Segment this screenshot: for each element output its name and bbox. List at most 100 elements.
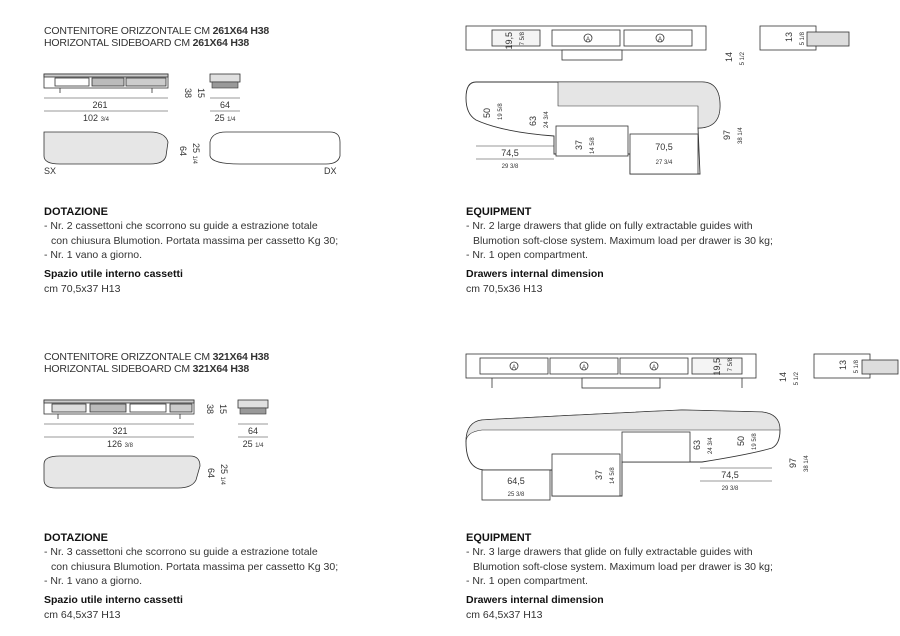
detail-open-compartment <box>491 29 541 47</box>
d7-in: 38 1/4 <box>738 127 744 144</box>
d2-in: 5 1/8 <box>854 359 860 373</box>
d3-in: 5 1/2 <box>794 371 800 385</box>
detail-side-view <box>813 353 871 379</box>
d1-cm: 19,5 <box>712 358 722 376</box>
elevation-top <box>43 73 169 78</box>
depth-cm: 64 <box>248 426 258 436</box>
elevation-drawer <box>129 403 167 413</box>
header-prefix: CONTENITORE ORIZZONTALE CM <box>44 351 213 363</box>
elevation-top <box>43 399 195 404</box>
depth2-cm: 64 <box>178 146 188 156</box>
d1-in: 7 5/8 <box>520 31 526 45</box>
d2-cm: 13 <box>838 360 848 370</box>
body-line: - Nr. 3 cassettoni che scorrono su guide… <box>44 546 318 558</box>
section2-en-subvalue: cm 64,5x37 H13 <box>466 609 543 621</box>
top-view-sx <box>43 131 169 165</box>
section2-en-title: EQUIPMENT <box>466 532 532 544</box>
section1-it-title: DOTAZIONE <box>44 206 108 218</box>
header-prefix: HORIZONTAL SIDEBOARD CM <box>44 37 193 49</box>
d5-cm: 63 <box>692 440 702 450</box>
d8-cm: 74,5 <box>501 148 519 158</box>
section2-it-subvalue: cm 64,5x37 H13 <box>44 609 121 621</box>
section2-plan-drawing: 321 126 3/8 38 15 64 25 1/4 64 25 1/4 <box>43 399 269 489</box>
d3-in: 5 1/2 <box>740 51 746 65</box>
d4-in: 19 5/8 <box>498 103 504 120</box>
section2-it-title: DOTAZIONE <box>44 532 108 544</box>
detail-open-compartment <box>691 357 743 375</box>
label-dx: DX <box>324 166 337 176</box>
drawer-mark: A <box>658 37 662 43</box>
section1-it-body: - Nr. 2 cassettoni che scorrono su guide… <box>44 219 338 263</box>
body-line: - Nr. 2 cassettoni che scorrono su guide… <box>44 220 318 232</box>
header-prefix: HORIZONTAL SIDEBOARD CM <box>44 363 193 375</box>
section1-it-subtitle: Spazio utile interno cassetti <box>44 268 183 280</box>
section1-detail-drawing: A A 19,5 7 5/8 13 5 1/8 14 5 1/2 50 19 5… <box>465 25 850 175</box>
section2-en-body: - Nr. 3 large drawers that glide on full… <box>466 545 773 589</box>
top-view-dx <box>209 131 341 165</box>
elevation-drawer <box>125 77 167 87</box>
height-in: 15 <box>218 404 228 414</box>
section2-it-subtitle: Spazio utile interno cassetti <box>44 594 183 606</box>
detail-drawer-top <box>551 453 621 497</box>
drawer-mark-icon <box>583 33 593 43</box>
d2-in: 5 1/8 <box>800 31 806 45</box>
detail-drawer-top <box>555 125 629 157</box>
d9-cm: 64,5 <box>507 476 525 486</box>
body-line: con chiusura Blumotion. Portata massima … <box>51 560 339 573</box>
body-line: - Nr. 3 large drawers that glide on full… <box>466 546 753 558</box>
detail-drawer-top <box>629 133 699 175</box>
top-view <box>43 455 201 489</box>
section2-it-body: - Nr. 3 cassettoni che scorrono su guide… <box>44 545 338 589</box>
drawer-mark-icon <box>509 361 519 371</box>
depth2-cm: 64 <box>206 468 216 478</box>
body-line: - Nr. 1 vano a giorno. <box>44 249 143 261</box>
d8-cm: 74,5 <box>721 470 739 480</box>
body-line: - Nr. 1 vano a giorno. <box>44 575 143 587</box>
width-in: 102 3/4 <box>83 113 110 123</box>
section1-en-subvalue: cm 70,5x36 H13 <box>466 283 543 295</box>
detail-drawer-top <box>481 469 551 501</box>
header-dim: 321X64 H38 <box>192 363 250 375</box>
elevation-drawer <box>89 403 127 413</box>
side-view <box>209 73 241 83</box>
front-elevation <box>43 73 169 93</box>
header-dim: 321X64 H38 <box>212 351 270 363</box>
depth-cm: 64 <box>220 100 230 110</box>
elevation-drawer <box>169 403 193 413</box>
detail-plinth <box>561 49 623 61</box>
label-sx: SX <box>44 166 56 176</box>
width-cm: 261 <box>92 100 107 110</box>
section2-header-it: CONTENITORE ORIZZONTALE CM 321X64 H38 <box>44 351 269 363</box>
d9-in: 25 3/8 <box>508 492 525 498</box>
d7-in: 38 1/4 <box>804 455 810 472</box>
side-view <box>237 399 269 409</box>
depth-in: 25 1/4 <box>243 439 265 449</box>
section1-header-it: CONTENITORE ORIZZONTALE CM 261X64 H38 <box>44 25 269 37</box>
drawer-mark-icon <box>655 33 665 43</box>
section1-plan-drawing: 261 102 3/4 38 15 64 25 1/4 64 25 1/4 SX… <box>43 73 341 176</box>
d4-in: 19 5/8 <box>752 433 758 450</box>
drawer-mark-icon <box>579 361 589 371</box>
body-line: Blumotion soft-close system. Maximum loa… <box>473 234 773 247</box>
detail-drawer-extended <box>861 359 899 375</box>
body-line: con chiusura Blumotion. Portata massima … <box>51 234 339 247</box>
d7-cm: 97 <box>788 458 798 468</box>
detail-hatched-area <box>557 81 721 129</box>
d6-cm: 37 <box>594 470 604 480</box>
d8-in: 29 3/8 <box>722 486 739 492</box>
section1-header-en: HORIZONTAL SIDEBOARD CM 261X64 H38 <box>44 37 249 49</box>
body-line: Blumotion soft-close system. Maximum loa… <box>473 560 773 573</box>
height-cm: 38 <box>183 88 193 98</box>
front-elevation <box>43 399 195 419</box>
elevation-drawer <box>54 77 90 87</box>
elevation-drawer <box>91 77 125 87</box>
section2-en-subtitle: Drawers internal dimension <box>466 594 604 606</box>
height-cm: 38 <box>205 404 215 414</box>
drawer-mark: A <box>652 365 656 371</box>
d1-cm: 19,5 <box>504 32 514 50</box>
depth2-in: 25 1/4 <box>191 143 201 165</box>
d1-in: 7 5/8 <box>728 357 734 371</box>
body-line: - Nr. 2 large drawers that glide on full… <box>466 220 753 232</box>
body-line: - Nr. 1 open compartment. <box>466 249 588 261</box>
d5-cm: 63 <box>528 116 538 126</box>
